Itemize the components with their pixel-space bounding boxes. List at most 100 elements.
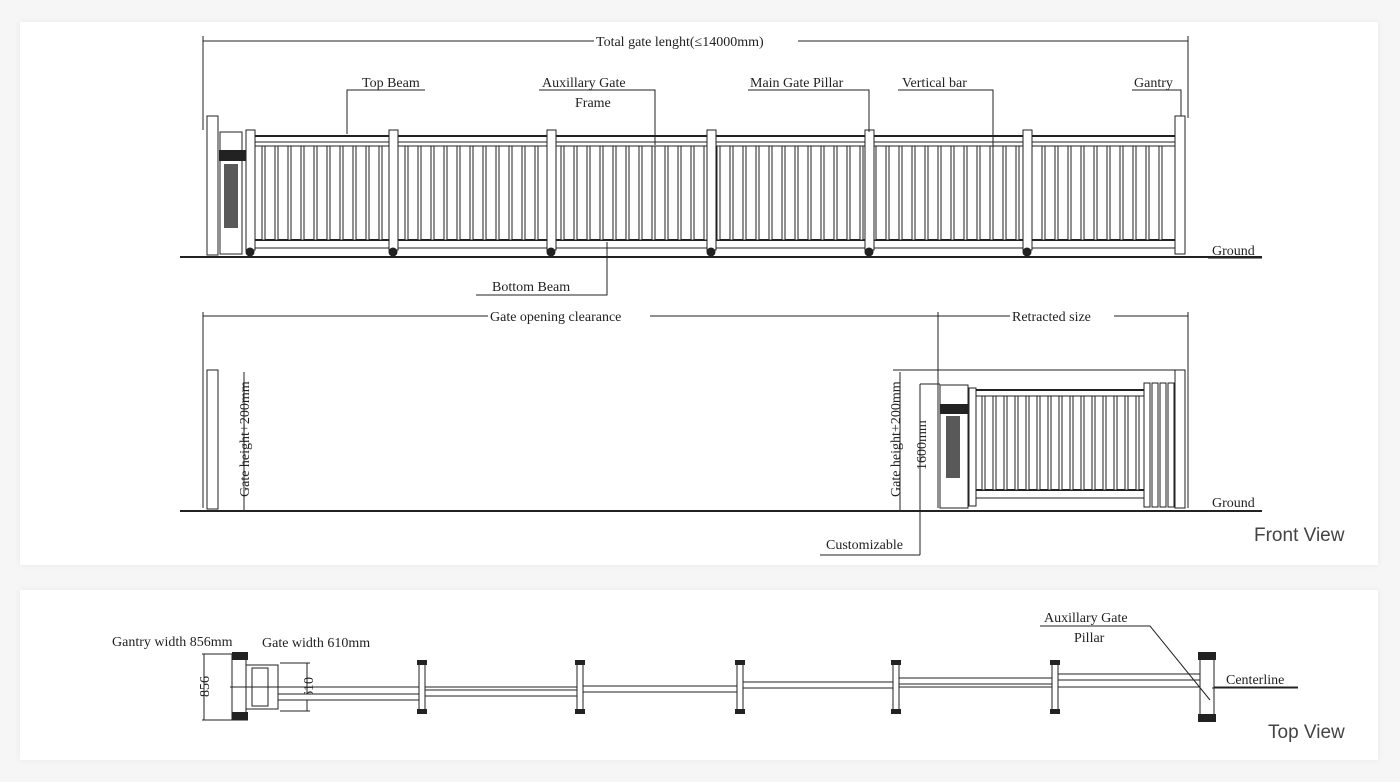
gate-pillar — [706, 129, 717, 251]
label-gate-height-right: Gate height+200mm — [889, 381, 904, 497]
vertical-bar — [560, 145, 565, 241]
label-856: 856 — [198, 676, 213, 697]
vertical-bar — [495, 145, 500, 241]
vertical-bar — [612, 145, 617, 241]
vertical-bar — [781, 145, 786, 241]
vertical-bar — [1041, 145, 1046, 241]
vertical-bar — [677, 145, 682, 241]
gate-segment — [739, 681, 897, 689]
label-gantry: Gantry — [1134, 76, 1173, 91]
decorative-panel — [224, 164, 238, 228]
vertical-bar — [521, 145, 526, 241]
vertical-bar — [1025, 395, 1030, 491]
total-length-label: Total gate lenght(≤14000mm) — [596, 35, 764, 50]
vertical-bar — [820, 145, 825, 241]
gate-segment — [895, 677, 1056, 685]
pillar-top — [418, 661, 426, 713]
vertical-bar — [469, 145, 474, 241]
vertical-bar — [898, 145, 903, 241]
vertical-bar — [989, 145, 994, 241]
vertical-bar — [768, 145, 773, 241]
vertical-bar — [378, 145, 383, 241]
wheel — [706, 247, 716, 257]
vertical-bar — [313, 145, 318, 241]
total-length-dimension: Total gate lenght(≤14000mm) — [202, 33, 1189, 130]
label-retracted-size: Retracted size — [1012, 310, 1091, 325]
pillar-top — [576, 661, 584, 713]
vertical-bar — [274, 145, 279, 241]
vertical-bar — [1132, 145, 1137, 241]
gate-pillar — [864, 129, 875, 251]
vertical-bar — [807, 145, 812, 241]
vertical-bar — [1036, 395, 1041, 491]
vertical-bar — [859, 145, 864, 241]
vertical-bar — [664, 145, 669, 241]
vertical-bar — [794, 145, 799, 241]
vertical-bar — [365, 145, 370, 241]
pillar-cap — [575, 709, 585, 714]
label-gate-height-left: Gate height+200mm — [238, 381, 253, 497]
vertical-bar — [326, 145, 331, 241]
label-top-beam: Top Beam — [362, 76, 420, 91]
vertical-bar — [261, 145, 266, 241]
gate-segment — [421, 689, 581, 697]
wheel — [388, 247, 398, 257]
vertical-bar — [937, 145, 942, 241]
gate-segment — [1054, 673, 1206, 681]
vertical-bar — [352, 145, 357, 241]
vertical-bar — [976, 145, 981, 241]
vertical-bar — [833, 145, 838, 241]
vertical-bar — [1047, 395, 1052, 491]
gate-pillar — [245, 129, 256, 251]
vertical-bar — [729, 145, 734, 241]
gantry-left — [206, 115, 219, 256]
vertical-bar — [417, 145, 422, 241]
vertical-bar — [404, 145, 409, 241]
vertical-bar — [339, 145, 344, 241]
vertical-bar — [586, 145, 591, 241]
gate-pillar — [388, 129, 399, 251]
vertical-bar — [716, 145, 721, 241]
vertical-bar — [1102, 395, 1107, 491]
wheel — [1022, 247, 1032, 257]
top-view-title: Top View — [1268, 722, 1345, 743]
vertical-bar — [911, 145, 916, 241]
vertical-bar — [1113, 395, 1118, 491]
gate-segment — [579, 685, 741, 693]
vertical-bar — [300, 145, 305, 241]
vertical-bar — [430, 145, 435, 241]
label-gate-width: Gate width 610mm — [262, 636, 370, 651]
gate-pillar — [1022, 129, 1033, 251]
vertical-bar — [981, 395, 986, 491]
pillar-cap — [417, 709, 427, 714]
gate-segment — [277, 693, 423, 701]
vertical-bar — [1124, 395, 1129, 491]
pillar-cap — [735, 660, 745, 665]
vertical-bar — [1106, 145, 1111, 241]
label-aux-frame: Auxillary Gate — [542, 76, 626, 91]
label-centerline: Centerline — [1226, 673, 1284, 688]
vertical-bar — [1080, 145, 1085, 241]
vertical-bar — [1091, 395, 1096, 491]
vertical-bar — [1058, 395, 1063, 491]
label-bottom-beam: Bottom Beam — [492, 280, 570, 295]
left-post — [206, 369, 219, 510]
vertical-bar — [742, 145, 747, 241]
vertical-bar — [1015, 145, 1020, 241]
vertical-bar — [443, 145, 448, 241]
vertical-bar — [1003, 395, 1008, 491]
vertical-bar — [1135, 395, 1140, 491]
vertical-bar — [924, 145, 929, 241]
vertical-bar — [992, 395, 997, 491]
pillar-cap — [1050, 660, 1060, 665]
label-aux-pillar: Auxillary Gate — [1044, 611, 1128, 626]
vertical-bar — [287, 145, 292, 241]
front-view-title: Front View — [1254, 525, 1345, 546]
vertical-bar — [690, 145, 695, 241]
label-gantry-width: Gantry width 856mm — [112, 635, 233, 650]
pillar-top — [892, 661, 900, 713]
retracted-gate: Gate height+200mm Gate height+200mm 1600… — [180, 369, 1262, 556]
pillar-top — [1051, 661, 1059, 713]
vertical-bar — [482, 145, 487, 241]
